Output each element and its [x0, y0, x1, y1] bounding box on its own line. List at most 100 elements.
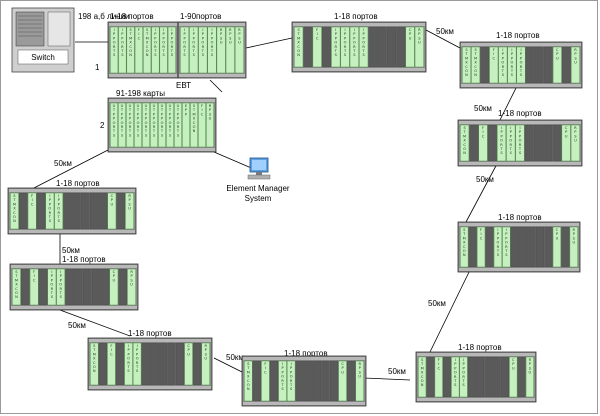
empty-slot	[524, 124, 534, 162]
module-label-char: T	[136, 108, 140, 112]
module-label-char: P	[183, 36, 186, 40]
link-rack4-rack5	[429, 269, 471, 353]
link-rack9-chassis2	[29, 149, 109, 191]
module-label-char: R	[121, 125, 124, 129]
module-label-char: S	[335, 53, 338, 57]
rack-bottom-rail	[417, 398, 535, 401]
module-label-char: P	[497, 232, 500, 236]
element-manager: Element Manager System	[226, 157, 290, 203]
empty-slot	[175, 342, 185, 386]
module-label-char: R	[127, 361, 130, 365]
module-label-char: R	[57, 211, 60, 215]
module-label-char: F	[264, 362, 266, 366]
module-label-char: O	[520, 61, 523, 65]
empty-slot	[443, 356, 451, 398]
module-card	[27, 192, 37, 230]
switch-device: Switch	[11, 7, 75, 73]
module-label-char: S	[154, 53, 157, 57]
module-label-char: I	[184, 28, 185, 32]
module-label-char: S	[353, 53, 356, 57]
module-label-char: R	[129, 125, 132, 129]
rack-port-label: 1-18 портов	[284, 349, 328, 358]
module-label-char: S	[500, 151, 503, 155]
module-label-char: P	[565, 130, 568, 134]
module-label-char: R	[113, 45, 116, 49]
module-label-char: I	[438, 362, 439, 366]
module-label-char: M	[129, 36, 132, 40]
module-label-char: O	[129, 49, 132, 53]
module-label-char: P	[211, 32, 214, 36]
module-label-char: F	[201, 104, 203, 108]
link-rack5-rack6	[363, 377, 411, 381]
module-label-char: O	[497, 241, 500, 245]
module-label-char: R	[209, 104, 212, 108]
module-label-char: T	[120, 49, 124, 53]
module-label-char: U	[130, 283, 133, 287]
module-label-char: U	[238, 41, 241, 45]
module-label-char: R	[136, 361, 139, 365]
module-label-char: O	[113, 121, 116, 125]
em-label-line1: Element Manager	[226, 184, 289, 193]
module-label-char: C	[421, 375, 424, 379]
link-chassis1-rack1	[245, 37, 293, 49]
empty-slot	[65, 268, 74, 306]
module-label-char: U	[409, 36, 412, 40]
module-label-char: S	[93, 344, 96, 348]
module-label-char: P	[211, 36, 214, 40]
module-label-char: S	[463, 228, 466, 232]
module-label-char: T	[362, 49, 366, 53]
module-label-char: R	[358, 362, 361, 366]
module-label-char: F	[493, 48, 495, 52]
module-label-char: C	[113, 270, 116, 274]
module-label-char: P	[185, 108, 188, 112]
module-label-char: R	[529, 358, 532, 362]
module-label-char: R	[497, 245, 500, 249]
module-label-char: P	[153, 112, 156, 116]
module-label-char: O	[170, 41, 173, 45]
switch-icon	[18, 15, 42, 37]
module-label-char: O	[281, 375, 284, 379]
module-label-char: T	[176, 129, 180, 133]
module-label-char: R	[51, 287, 54, 291]
module-label-char: M	[297, 36, 300, 40]
module-card	[47, 268, 57, 306]
module-label-char: P	[128, 198, 131, 202]
module-label-char: T	[510, 69, 514, 73]
module-label-char: U	[137, 104, 140, 108]
module-label-char: P	[462, 362, 465, 366]
module-label-char: F	[138, 28, 140, 32]
empty-slot	[81, 192, 90, 230]
empty-slot	[525, 46, 535, 84]
module-label-char: S	[136, 369, 139, 373]
module-label-char: M	[463, 134, 466, 138]
module-card	[349, 26, 359, 68]
module-label-char: R	[130, 270, 133, 274]
module-label-char: I	[354, 28, 355, 32]
module-label-char: M	[146, 36, 149, 40]
number-2-label: 2	[100, 121, 105, 130]
module-label-char: I	[202, 28, 203, 32]
module-label-char: R	[290, 379, 293, 383]
module-label-char: O	[169, 121, 172, 125]
module-label-char: P	[344, 36, 347, 40]
module-label-char: R	[510, 143, 513, 147]
empty-slot	[19, 192, 28, 230]
module-label-char: X	[93, 357, 96, 361]
module-label-char: S	[229, 36, 232, 40]
module-card	[90, 342, 99, 386]
empty-slot	[72, 192, 81, 230]
module-label-char: U	[341, 370, 344, 374]
empty-slot	[98, 342, 107, 386]
rack-port-label: 1-18 портов	[128, 329, 172, 338]
module-label-char: X	[193, 117, 196, 121]
module-label-char: O	[500, 139, 503, 143]
module-card	[496, 124, 507, 162]
module-label-char: O	[57, 207, 60, 211]
module-label-char: P	[418, 32, 421, 36]
module-label-char: O	[454, 371, 457, 375]
module-label-char: R	[121, 45, 124, 49]
module-label-char: R	[113, 125, 116, 129]
